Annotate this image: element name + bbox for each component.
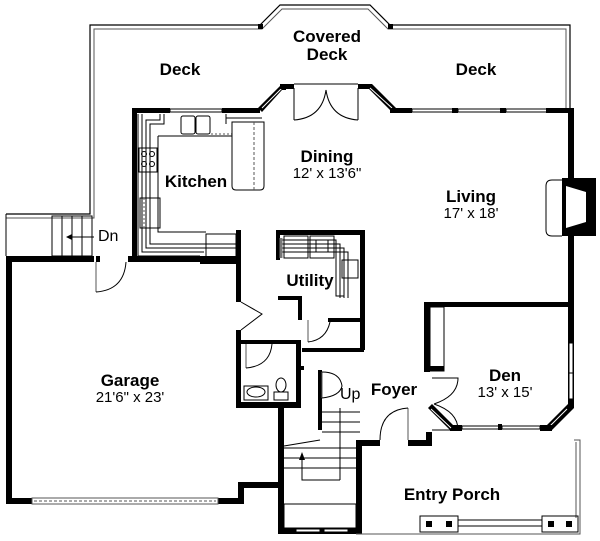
room-label-deck-right: Deck bbox=[436, 61, 516, 79]
room-label-living: Living 17' x 18' bbox=[416, 188, 526, 222]
room-dimensions: 21'6" x 23' bbox=[95, 388, 165, 406]
room-name: Utility bbox=[286, 271, 334, 290]
walls bbox=[6, 84, 596, 534]
room-label-utility: Utility bbox=[282, 272, 338, 290]
deck-stairs bbox=[51, 215, 94, 257]
room-label-covered-deck: Covered Deck bbox=[277, 28, 377, 64]
room-label-garage: Garage 21'6" x 23' bbox=[70, 372, 190, 406]
doors bbox=[95, 83, 459, 441]
kitchen-cabinets bbox=[137, 114, 265, 259]
room-dimensions: 17' x 18' bbox=[443, 204, 499, 222]
room-label-foyer: Foyer bbox=[364, 381, 424, 399]
room-name: Entry Porch bbox=[403, 485, 501, 504]
entry-porch-outline bbox=[356, 439, 581, 535]
room-name: Den bbox=[488, 366, 522, 385]
utility-fixtures bbox=[279, 235, 359, 298]
room-name: Dining bbox=[300, 147, 354, 166]
deck-outline bbox=[5, 4, 571, 256]
room-name: Garage bbox=[100, 371, 160, 390]
stairs-up-label: Up bbox=[340, 386, 361, 403]
room-name: Living bbox=[445, 187, 497, 206]
stairs-down-label: Dn bbox=[98, 228, 119, 245]
room-label-den: Den 13' x 15' bbox=[460, 367, 550, 401]
room-label-deck-left: Deck bbox=[140, 61, 220, 79]
room-name: Kitchen bbox=[164, 172, 228, 191]
room-name: Covered bbox=[292, 27, 362, 46]
room-name: Deck bbox=[455, 60, 497, 79]
room-name-line2: Deck bbox=[306, 44, 348, 64]
room-name: Foyer bbox=[370, 380, 418, 399]
room-name: Deck bbox=[159, 60, 201, 79]
room-dimensions: 12' x 13'6" bbox=[292, 164, 362, 182]
room-label-kitchen: Kitchen bbox=[160, 173, 232, 191]
room-label-dining: Dining 12' x 13'6" bbox=[262, 148, 392, 182]
main-stairs bbox=[283, 408, 360, 529]
bath-fixtures bbox=[243, 377, 289, 401]
room-dimensions: 13' x 15' bbox=[477, 383, 533, 401]
room-label-entry-porch: Entry Porch bbox=[392, 486, 512, 504]
